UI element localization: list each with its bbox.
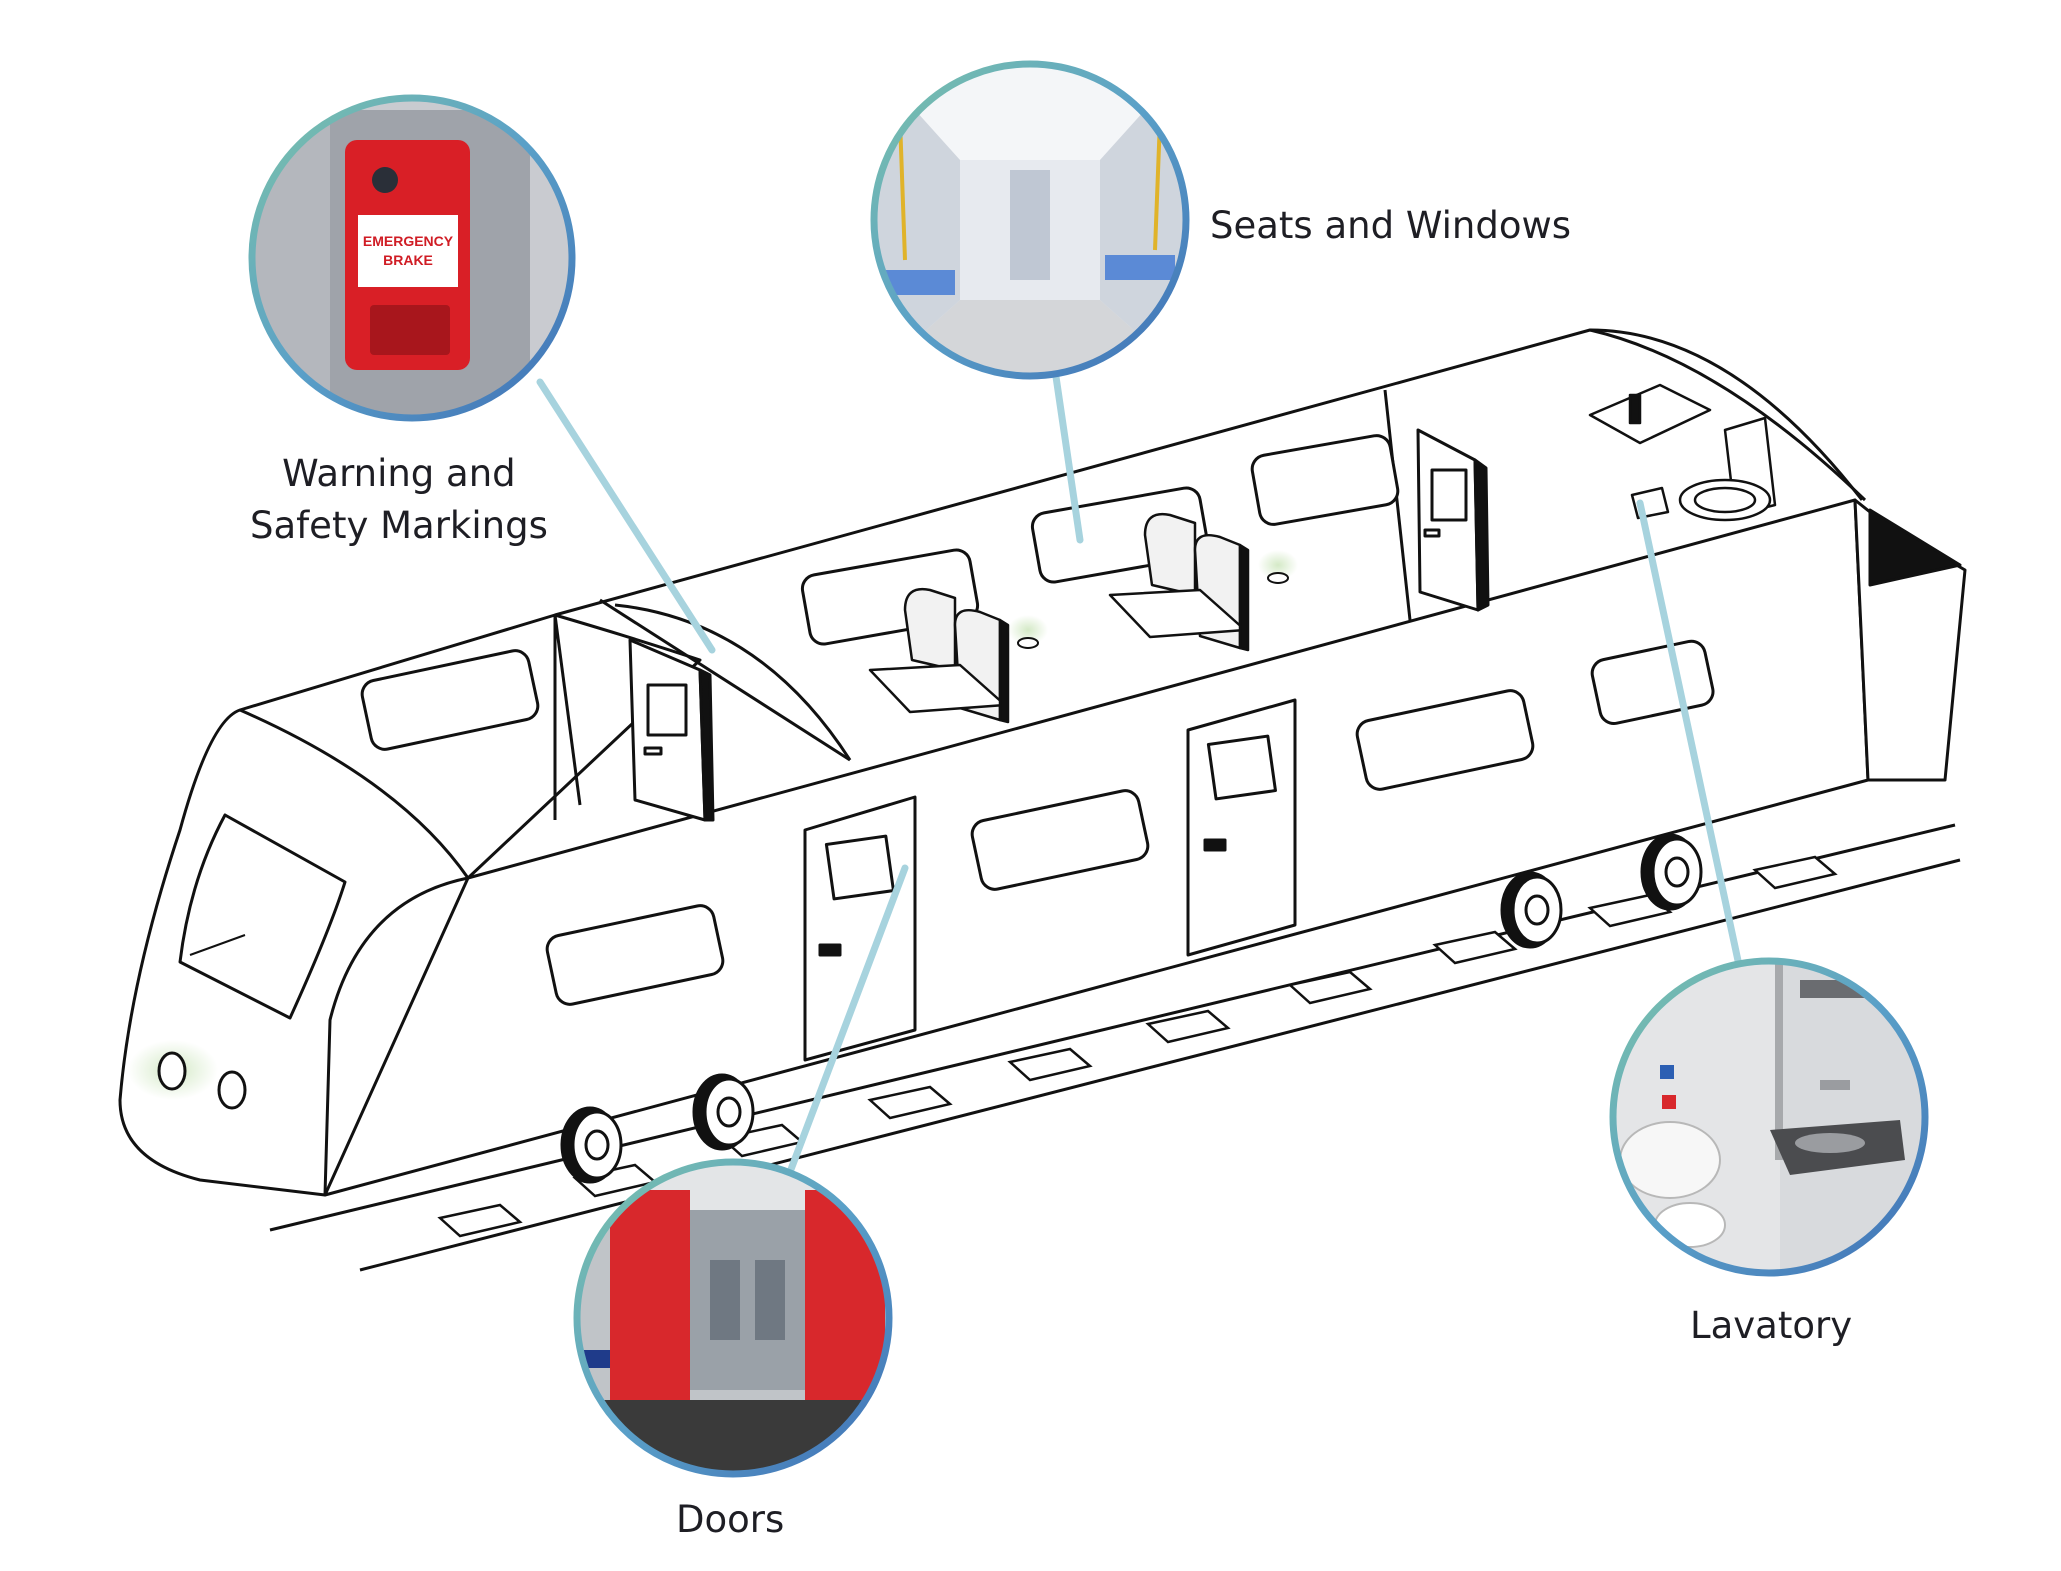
windshield bbox=[178, 813, 347, 1020]
inset-warning: EMERGENCY BRAKE bbox=[248, 94, 576, 422]
sign-line-1: EMERGENCY bbox=[363, 233, 454, 249]
side-window-1 bbox=[545, 904, 725, 1006]
side-door-1 bbox=[803, 795, 917, 1062]
side-window-3 bbox=[1355, 689, 1535, 791]
wheel-2 bbox=[692, 1073, 755, 1151]
far-wall bbox=[554, 328, 1864, 617]
leader-seats bbox=[1051, 366, 1084, 544]
label-seats: Seats and Windows bbox=[1210, 204, 1572, 247]
leader-lines bbox=[536, 366, 1744, 1176]
label-warning-line1: Warning and bbox=[282, 452, 516, 495]
label-lavatory: Lavatory bbox=[1690, 1304, 1853, 1347]
label-doors: Doors bbox=[676, 1498, 785, 1541]
inset-seats bbox=[870, 60, 1190, 380]
sign-line-2: BRAKE bbox=[383, 252, 433, 268]
label-warning: Warning and Safety Markings bbox=[250, 448, 548, 552]
leader-warning bbox=[536, 378, 716, 654]
wheel-1 bbox=[560, 1106, 623, 1184]
lavatory-fixtures bbox=[1588, 383, 1777, 522]
wheel-3 bbox=[1500, 871, 1563, 949]
inset-lavatory bbox=[1609, 957, 1929, 1277]
wheels bbox=[560, 833, 1703, 1184]
rear-dark-face bbox=[1868, 508, 1962, 587]
headlight-left bbox=[157, 1051, 187, 1091]
leader-doors bbox=[786, 864, 909, 1176]
label-warning-line2: Safety Markings bbox=[250, 503, 548, 547]
side-window-2 bbox=[970, 789, 1150, 891]
interior-door-1 bbox=[628, 638, 715, 822]
side-door-2 bbox=[1186, 698, 1297, 957]
interior-door-2 bbox=[1416, 428, 1490, 612]
headlight-right bbox=[217, 1070, 247, 1110]
wheel-4 bbox=[1640, 833, 1703, 911]
seat-pair-1 bbox=[868, 587, 1010, 724]
seat-pair-2 bbox=[1108, 512, 1250, 652]
inset-doors bbox=[573, 1158, 893, 1478]
leader-lavatory bbox=[1636, 499, 1744, 974]
